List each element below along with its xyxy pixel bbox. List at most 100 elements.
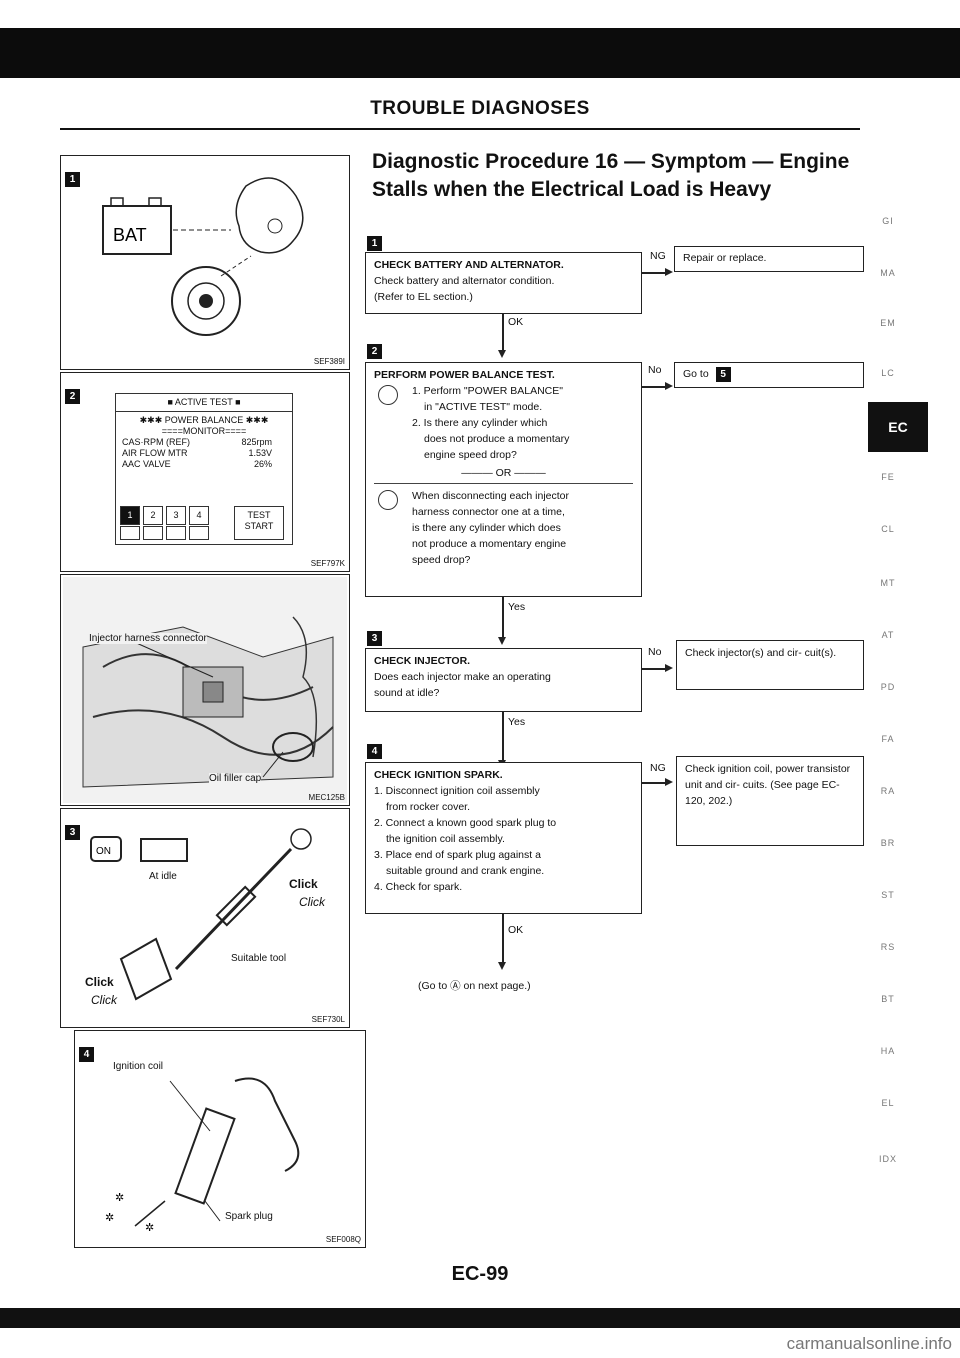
oil-filler-cap-label: Oil filler cap [209, 773, 262, 784]
check-battery-box: CHECK BATTERY AND ALTERNATOR. Check batt… [365, 252, 642, 314]
suitable-tool-label: Suitable tool [231, 953, 287, 964]
side-tab-rs[interactable]: RS [880, 942, 896, 952]
step4-line: 1. Disconnect ignition coil assembly [374, 785, 540, 797]
arrow [665, 382, 673, 390]
flow-marker-2: 2 [367, 344, 382, 359]
connector [502, 597, 504, 639]
side-tab-ra[interactable]: RA [880, 786, 896, 796]
step4-ng-label: NG [650, 762, 666, 774]
step2-alt-line: not produce a momentary engine [412, 538, 567, 550]
connector [502, 914, 504, 964]
blank-key[interactable] [143, 526, 163, 540]
side-tab-br[interactable]: BR [880, 838, 896, 848]
arrow [498, 350, 506, 358]
step4-line: 4. Check for spark. [374, 881, 463, 893]
connector [642, 272, 667, 274]
step2-alt-line: is there any cylinder which does [412, 522, 561, 534]
power-balance-box: PERFORM POWER BALANCE TEST. 1. Perform "… [365, 362, 642, 597]
aac-valve-label: AAC VALVE [122, 459, 171, 469]
connector [502, 314, 504, 352]
step1-ok-label: OK [508, 316, 524, 328]
test-label: TEST [247, 510, 271, 520]
check-ignition-spark-box: CHECK IGNITION SPARK. 1. Disconnect igni… [365, 762, 642, 914]
at-idle-label: At idle [149, 871, 177, 882]
power-balance-label: POWER BALANCE [164, 415, 244, 425]
side-tab-ha[interactable]: HA [880, 1046, 896, 1056]
connector [642, 668, 667, 670]
step2-line: in "ACTIVE TEST" mode. [424, 401, 543, 413]
engine-illustration [63, 577, 347, 803]
check-injector-circuit-box: Check injector(s) and cir- cuit(s). [676, 640, 864, 690]
side-tab-ma[interactable]: MA [880, 268, 896, 278]
step2-line: does not produce a momentary [424, 433, 570, 445]
figure-consult-screen: 2 ■ ACTIVE TEST ■ ✱✱✱ POWER BALANCE ✱✱✱ … [60, 372, 350, 572]
arrow [498, 962, 506, 970]
figure-code: MEC125B [308, 793, 345, 802]
step2-alt-line: speed drop? [412, 554, 471, 566]
header-rule [60, 128, 860, 130]
next-page-note: (Go to Ⓐ on next page.) [418, 980, 531, 992]
cyl-key-3[interactable]: 3 [166, 506, 186, 525]
cas-rpm-value: 825rpm [241, 437, 272, 447]
figure-code: SEF797K [310, 559, 345, 568]
go-to-step-marker[interactable]: 5 [715, 367, 731, 382]
blank-key[interactable] [166, 526, 186, 540]
consult-icon [378, 385, 398, 405]
check-ignition-coil-box: Check ignition coil, power transistor un… [676, 756, 864, 846]
cas-rpm-label: CAS·RPM (REF) [122, 437, 190, 447]
step3-no-label: No [648, 646, 662, 658]
battery-alternator-illustration: BAT [102, 177, 304, 336]
blank-key[interactable] [120, 526, 140, 540]
side-tab-bt[interactable]: BT [881, 994, 895, 1004]
side-tab-lc[interactable]: LC [881, 368, 895, 378]
step3-title: CHECK INJECTOR. [374, 655, 471, 667]
step2-line: 1. Perform "POWER BALANCE" [412, 385, 563, 397]
air-flow-value: 1.53V [248, 448, 272, 458]
step1-ng-label: NG [650, 250, 666, 262]
figure-code: SEF008Q [325, 1235, 361, 1244]
step3-line: Does each injector make an operating [374, 671, 551, 683]
side-tab-gi[interactable]: GI [882, 216, 894, 226]
connector [642, 386, 667, 388]
step4-line: the ignition coil assembly. [386, 833, 505, 845]
step4-line: 3. Place end of spark plug against a [374, 849, 541, 861]
aac-valve-value: 26% [253, 459, 272, 469]
step1-line: (Refer to EL section.) [374, 291, 473, 303]
step2-alt-line: When disconnecting each injector [412, 490, 570, 502]
side-tab-at[interactable]: AT [881, 630, 895, 640]
step-marker-3: 3 [65, 825, 80, 840]
side-tab-idx[interactable]: IDX [878, 1154, 897, 1164]
repair-replace-box: Repair or replace. [674, 246, 864, 272]
connector [502, 712, 504, 762]
side-tab-fa[interactable]: FA [881, 734, 895, 744]
side-tab-st[interactable]: ST [881, 890, 895, 900]
side-tab-mt[interactable]: MT [880, 578, 896, 588]
side-tab-fe[interactable]: FE [881, 472, 895, 482]
test-start-button[interactable]: TEST START [234, 506, 284, 540]
figure-ignition-spark: 4 ✲ ✲ ✲ Ignition coil Spark plug SEF008Q [74, 1030, 366, 1248]
step3-yes-label: Yes [508, 716, 526, 728]
step2-alt-line: harness connector one at a time, [412, 506, 565, 518]
blank-key[interactable] [189, 526, 209, 540]
step2-yes-label: Yes [508, 601, 526, 613]
ignition-coil-label: Ignition coil [113, 1061, 164, 1072]
figure-battery-alternator: 1 BAT SEF389I [60, 155, 350, 370]
step4-line: from rocker cover. [386, 801, 471, 813]
side-tab-el[interactable]: EL [881, 1098, 895, 1108]
figure-code: SEF389I [313, 357, 345, 366]
step2-action: Go to [683, 368, 709, 380]
side-tab-pd[interactable]: PD [880, 682, 896, 692]
spark-plug-label: Spark plug [225, 1211, 273, 1222]
page-number: EC-99 [451, 1263, 509, 1285]
side-tab-cl[interactable]: CL [881, 524, 895, 534]
flow-marker-4: 4 [367, 744, 382, 759]
cyl-key-2[interactable]: 2 [143, 506, 163, 525]
step-marker-2: 2 [65, 389, 80, 404]
side-tab-ec-active[interactable]: EC [868, 402, 928, 452]
side-tab-em[interactable]: EM [880, 318, 896, 328]
cyl-key-1[interactable]: 1 [120, 506, 140, 525]
step4-line: 2. Connect a known good spark plug to [374, 817, 557, 829]
figure-code: SEF730L [311, 1015, 345, 1024]
page-header: TROUBLE DIAGNOSES [370, 98, 590, 119]
cyl-key-4[interactable]: 4 [189, 506, 209, 525]
